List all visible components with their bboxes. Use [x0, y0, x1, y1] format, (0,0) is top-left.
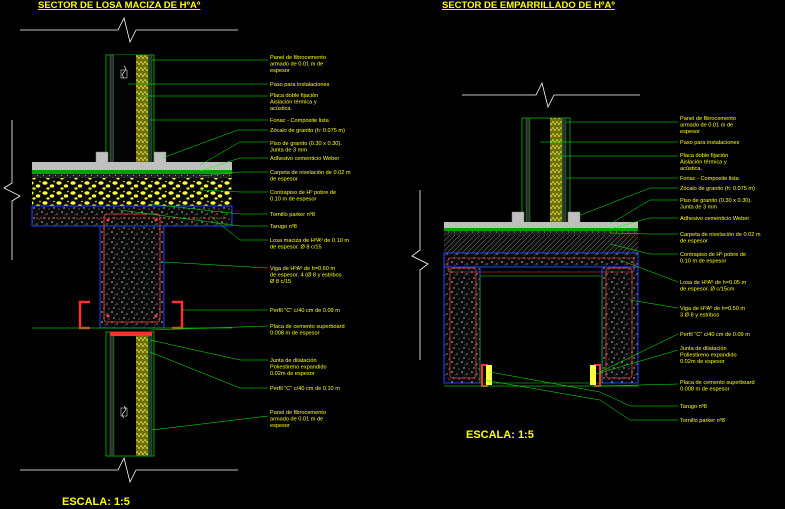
- callout-leveling-screed: Carpeta de nivelación de 0.02 m de espes…: [270, 170, 352, 183]
- callout-fiber-cement-panel-top: Panel de fibrocemento armado de 0.01 m d…: [270, 55, 328, 74]
- callout-fonac: Fonac - Composite lista: [680, 176, 740, 182]
- adhesive-layer: [444, 228, 638, 231]
- installation-pass-icon: [122, 405, 126, 419]
- callout-parker-screw: Tornillo parker nº8: [270, 211, 315, 218]
- callout-fiber-cement-panel-bottom: Panel de fibrocemento armado de 0.01 m d…: [270, 410, 328, 429]
- callout-parker-screw: Tornillo parker nº8: [680, 417, 725, 424]
- callout-installation-pass: Paso para instalaciones: [270, 82, 330, 88]
- callout-c-profile-009: Perfil "C" c/40 cm de 0.09 m: [270, 308, 340, 314]
- right-callouts: Panel de fibrocemento armado de 0.01 m d…: [680, 116, 762, 424]
- left-section-title: SECTOR DE LOSA MACIZA DE HºAº: [38, 0, 201, 11]
- left-scale-label: ESCALA: 1:5: [62, 496, 130, 508]
- lean-concrete-fill: [444, 235, 638, 253]
- leveling-screed: [32, 174, 232, 178]
- left-leader-lines: [119, 59, 269, 431]
- callout-rib-beam: Viga de HºAº de h=0.50 m 3 Ø 8 y estribo…: [680, 305, 747, 319]
- break-line-top-left: [20, 16, 238, 44]
- break-line-top-right: [462, 81, 640, 109]
- left-callouts: Panel de fibrocemento armado de 0.01 m d…: [270, 55, 352, 429]
- lean-concrete-fill: [32, 178, 232, 206]
- lower-wall-left: [105, 331, 155, 457]
- callout-expansion-joint: Junta de dilatación Poliestireno expandi…: [680, 346, 738, 365]
- callout-granite-floor: Piso de granito (0.30 x 0.30). Junta de …: [270, 141, 343, 154]
- callout-adhesive: Adhesivo cementicio Weber: [680, 216, 749, 222]
- rib-beam-right: [601, 266, 639, 384]
- break-line-side-right: [411, 190, 429, 360]
- callout-wall-plug: Tarugo nº8: [270, 223, 297, 230]
- rib-stirrup-right: [605, 267, 633, 379]
- right-section-drawing: SECTOR DE EMPARRILLADO DE HºAº: [411, 0, 679, 441]
- callout-superboard: Placa de cemento superboard 0.008 m de e…: [270, 324, 346, 337]
- callout-installation-pass: Paso para instalaciones: [680, 140, 740, 146]
- upper-wall-left: [105, 54, 155, 171]
- callout-c-profile-010: Perfil "C" c/40 cm de 0.10 m: [270, 386, 340, 392]
- expansion-joint-right: [590, 365, 596, 385]
- rib-stirrup-left: [449, 267, 477, 379]
- c-profile-right: [172, 300, 184, 330]
- callout-lean-concrete: Contrapiso de Hº pobre de 0.10 m de espe…: [680, 251, 748, 265]
- callout-expansion-joint: Junta de dilatación Poliestireno expandi…: [270, 358, 328, 377]
- wall-right: [521, 117, 571, 229]
- rib-beam-left: [443, 266, 481, 384]
- leveling-screed: [444, 231, 638, 235]
- adhesive-layer: [32, 170, 232, 174]
- callout-adhesive: Adhesivo cementicio Weber: [270, 156, 339, 162]
- callout-c-profile: Perfil "C" c/40 cm de 0.09 m: [680, 332, 750, 338]
- beam-stirrup: [103, 213, 161, 323]
- callout-double-board-insulation: Placa doble fijación Aislación térmica y…: [270, 93, 320, 112]
- callout-fiber-cement-panel: Panel de fibrocemento armado de 0.01 m d…: [680, 116, 738, 135]
- solid-slab: [31, 205, 233, 227]
- callout-superboard: Placa de cemento superboard 0.008 m de e…: [680, 380, 756, 393]
- callout-concrete-beam: Viga de HºAº de h=0.60 m de espesor. 4 (…: [270, 265, 343, 285]
- right-scale-label: ESCALA: 1:5: [466, 429, 534, 441]
- callout-solid-slab: Losa maciza de HºAº de 0.10 m de espesor…: [270, 237, 351, 251]
- callout-lean-concrete: Contrapiso de Hº pobre de 0.10 m de espe…: [270, 189, 338, 203]
- break-line-bottom-left: [20, 456, 238, 484]
- callout-leveling-screed: Carpeta de nivelación de 0.02 m de espes…: [680, 232, 762, 245]
- callout-granite-skirting: Zócalo de granito (h: 0.075 m): [270, 128, 345, 134]
- granite-floor-tile: [32, 162, 232, 170]
- callout-fonac: Fonac - Composite lista: [270, 118, 330, 124]
- right-leader-lines: [483, 121, 679, 421]
- break-line-side-left: [3, 120, 21, 260]
- callout-granite-floor: Piso de granito (0.30 x 0.30). Junta de …: [680, 198, 753, 211]
- ribbed-slab: [443, 252, 639, 268]
- granite-floor-tile: [444, 222, 638, 228]
- concrete-beam-left: [99, 225, 165, 329]
- expansion-joint-left: [486, 365, 492, 385]
- left-section-drawing: SECTOR DE LOSA MACIZA DE HºAº: [3, 0, 269, 508]
- callout-wall-plug: Tarugo nº8: [680, 403, 707, 410]
- installation-pass-icon: [122, 65, 126, 79]
- c-profile-left: [78, 300, 90, 330]
- callout-double-board-insulation: Placa doble fijación Aislación térmica y…: [680, 153, 730, 172]
- callout-granite-skirting: Zócalo de granito (h: 0.075 m): [680, 186, 755, 192]
- right-section-title: SECTOR DE EMPARRILLADO DE HºAº: [442, 0, 615, 11]
- callout-ribbed-slab: Losa de HºAº de h=0.05 m de espesor. Ø c…: [680, 279, 748, 293]
